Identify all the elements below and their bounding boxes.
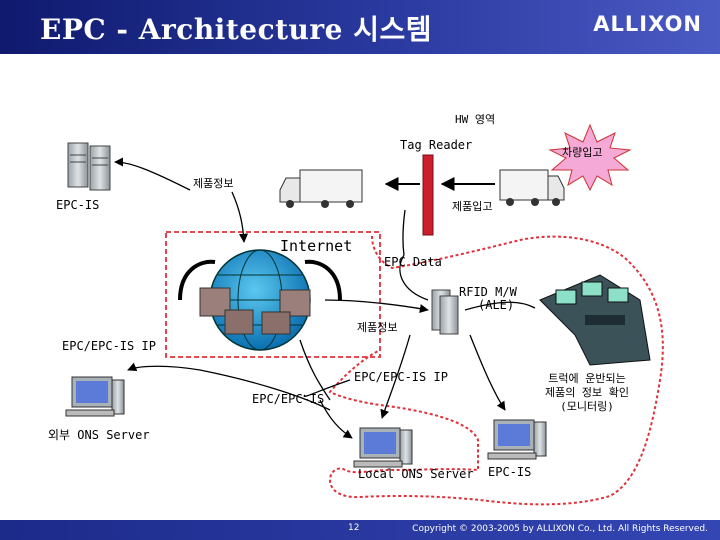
arrow-to-external-ons	[127, 362, 331, 411]
arrow-to-left-local-pc	[319, 399, 353, 439]
internet-label: Internet	[280, 237, 353, 255]
page-number: 12	[348, 523, 360, 533]
hw-area-label: HW 영역	[455, 113, 496, 126]
external-ons-label: 외부 ONS Server	[48, 428, 150, 442]
epc-data-label: EPC Data	[384, 255, 442, 269]
rfid-mw-label: RFID M/W	[459, 285, 517, 299]
epc-epcis-ip-center-label: EPC/EPC-IS IP	[354, 370, 448, 384]
monitoring-line2-label: 제품의 정보 확인	[544, 386, 630, 399]
monitoring-line3-label: (모니터링)	[560, 400, 614, 413]
product-info-top-label: 제품정보	[193, 177, 234, 190]
footer-bar: 12 Copyright © 2003-2005 by ALLIXON Co.,…	[0, 520, 720, 540]
arrow-to-internet	[231, 191, 249, 243]
tag-reader-label: Tag Reader	[400, 138, 473, 152]
monitoring-console-icon	[539, 274, 651, 366]
epc-is-bottom-label: EPC-IS	[488, 465, 532, 479]
arrow-to-epc-is	[114, 157, 191, 191]
epc-epcis-ip-left-label: EPC/EPC-IS IP	[62, 339, 156, 353]
rfid-middleware-server-icon	[431, 289, 459, 335]
local-ons-label: Local ONS Server	[358, 467, 474, 481]
arrow-from-globe	[299, 339, 331, 401]
arrow-rfid-to-local-ons	[380, 334, 411, 419]
epc-epcis-label: EPC/EPC-IS	[252, 392, 325, 406]
arrow-rfid-to-epc-is	[469, 334, 506, 411]
epc-data-line	[402, 209, 406, 256]
arrow-internet-to-rfid	[324, 299, 429, 314]
vehicle-in-label: 차량입고	[562, 146, 603, 159]
allixon-logo: ALLIXON	[593, 12, 702, 36]
red-boundary-loop	[328, 235, 664, 506]
arrow-left-pcs	[303, 379, 351, 397]
monitoring-line1-label: 트럭에 운반되는	[548, 372, 626, 385]
epc-is-pc-icon	[487, 419, 547, 460]
internet-globe-icon	[178, 249, 342, 351]
external-ons-pc-icon	[65, 376, 125, 417]
arrow-rfid-to-monitor	[464, 301, 536, 311]
product-in-label: 제품입고	[452, 200, 493, 213]
page-title: EPC - Architecture 시스템	[40, 13, 433, 46]
truck-right-icon	[499, 169, 565, 206]
epc-is-server-icon	[67, 142, 111, 191]
copyright-text: Copyright © 2003-2005 by ALLIXON Co., Lt…	[412, 524, 708, 534]
arrow-rfid-up	[399, 254, 429, 301]
vehicle-in-burst	[548, 123, 632, 192]
local-ons-pc-icon	[353, 427, 413, 468]
internet-dashed-box	[165, 231, 381, 358]
ale-label: (ALE)	[478, 298, 515, 312]
epc-is-left-label: EPC-IS	[56, 198, 100, 212]
tag-reader-device	[422, 154, 434, 236]
product-info-mid-label: 제품정보	[357, 321, 398, 334]
header-bar: EPC - Architecture 시스템 ALLIXON	[0, 0, 720, 54]
truck-left-icon	[279, 169, 363, 208]
